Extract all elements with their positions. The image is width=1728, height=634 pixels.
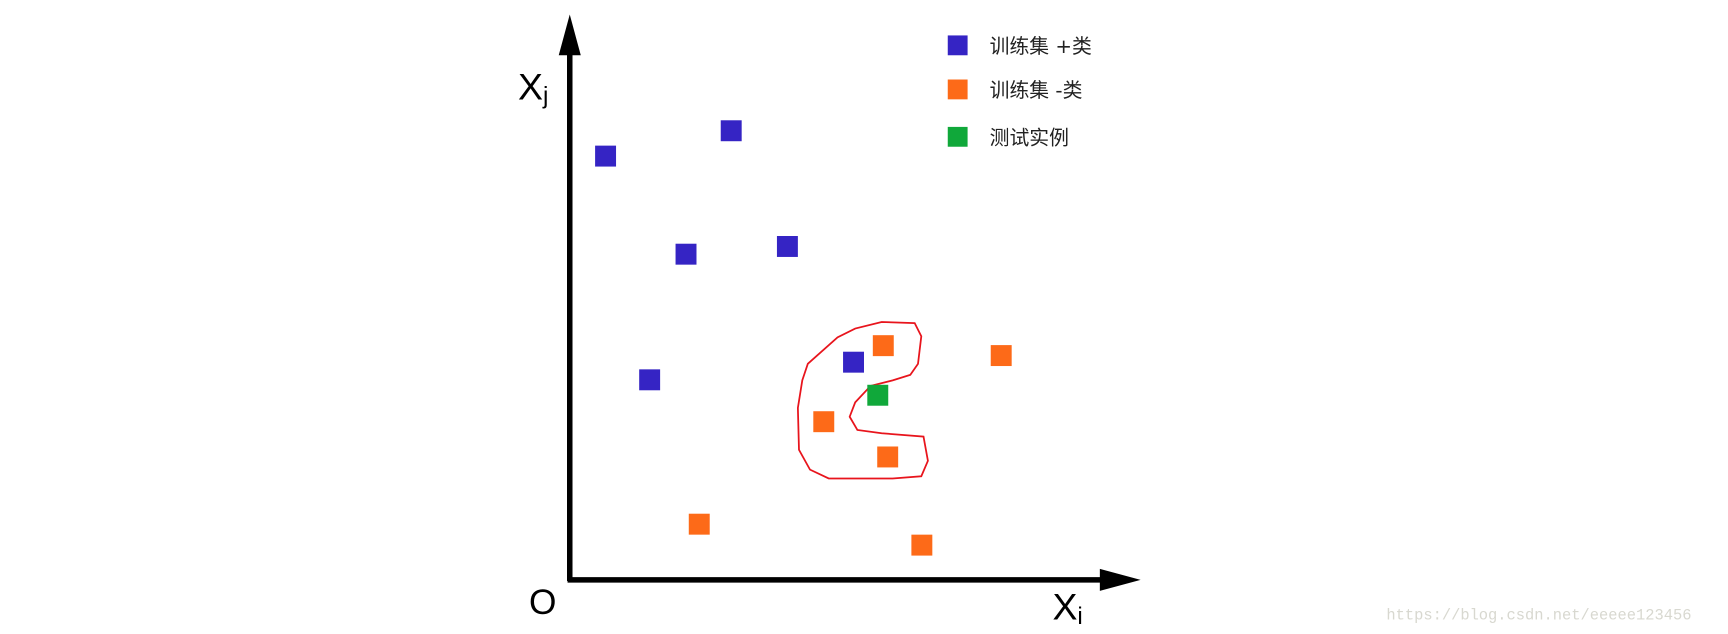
y-axis-arrow-icon	[558, 14, 581, 56]
positive-training-point	[843, 351, 864, 373]
watermark: https://blog.csdn.net/eeeee123456	[1386, 607, 1691, 625]
positive-training-point	[675, 243, 697, 265]
legend-label-negative: 训练集 -类	[990, 79, 1083, 102]
legend-swatch-positive	[947, 35, 968, 56]
negative-training-point	[911, 534, 933, 556]
x-axis-arrow-icon	[1099, 568, 1141, 591]
negative-training-point	[872, 335, 894, 357]
x-axis	[567, 568, 1141, 591]
neighborhood-outline	[796, 321, 929, 480]
legend: 训练集 +类 训练集 -类 测试实例	[947, 35, 1092, 150]
origin-label: O	[529, 583, 556, 622]
positive-training-point	[639, 369, 661, 391]
test-instance-point	[867, 384, 889, 406]
x-axis-label: Xi	[1052, 586, 1082, 630]
positive-training-point	[595, 145, 617, 167]
legend-label-positive: 训练集 +类	[990, 35, 1092, 58]
negative-training-point	[688, 513, 710, 535]
negative-training-point	[813, 411, 835, 433]
negative-training-point	[877, 446, 899, 468]
legend-label-test: 测试实例	[990, 127, 1069, 150]
legend-swatch-negative	[947, 79, 968, 100]
data-points	[595, 120, 1012, 556]
negative-training-point	[990, 345, 1012, 367]
positive-training-point	[720, 120, 742, 142]
legend-swatch-test	[947, 126, 968, 147]
y-axis	[558, 14, 581, 581]
y-axis-label: Xj	[518, 65, 548, 109]
positive-training-point	[776, 236, 798, 257]
